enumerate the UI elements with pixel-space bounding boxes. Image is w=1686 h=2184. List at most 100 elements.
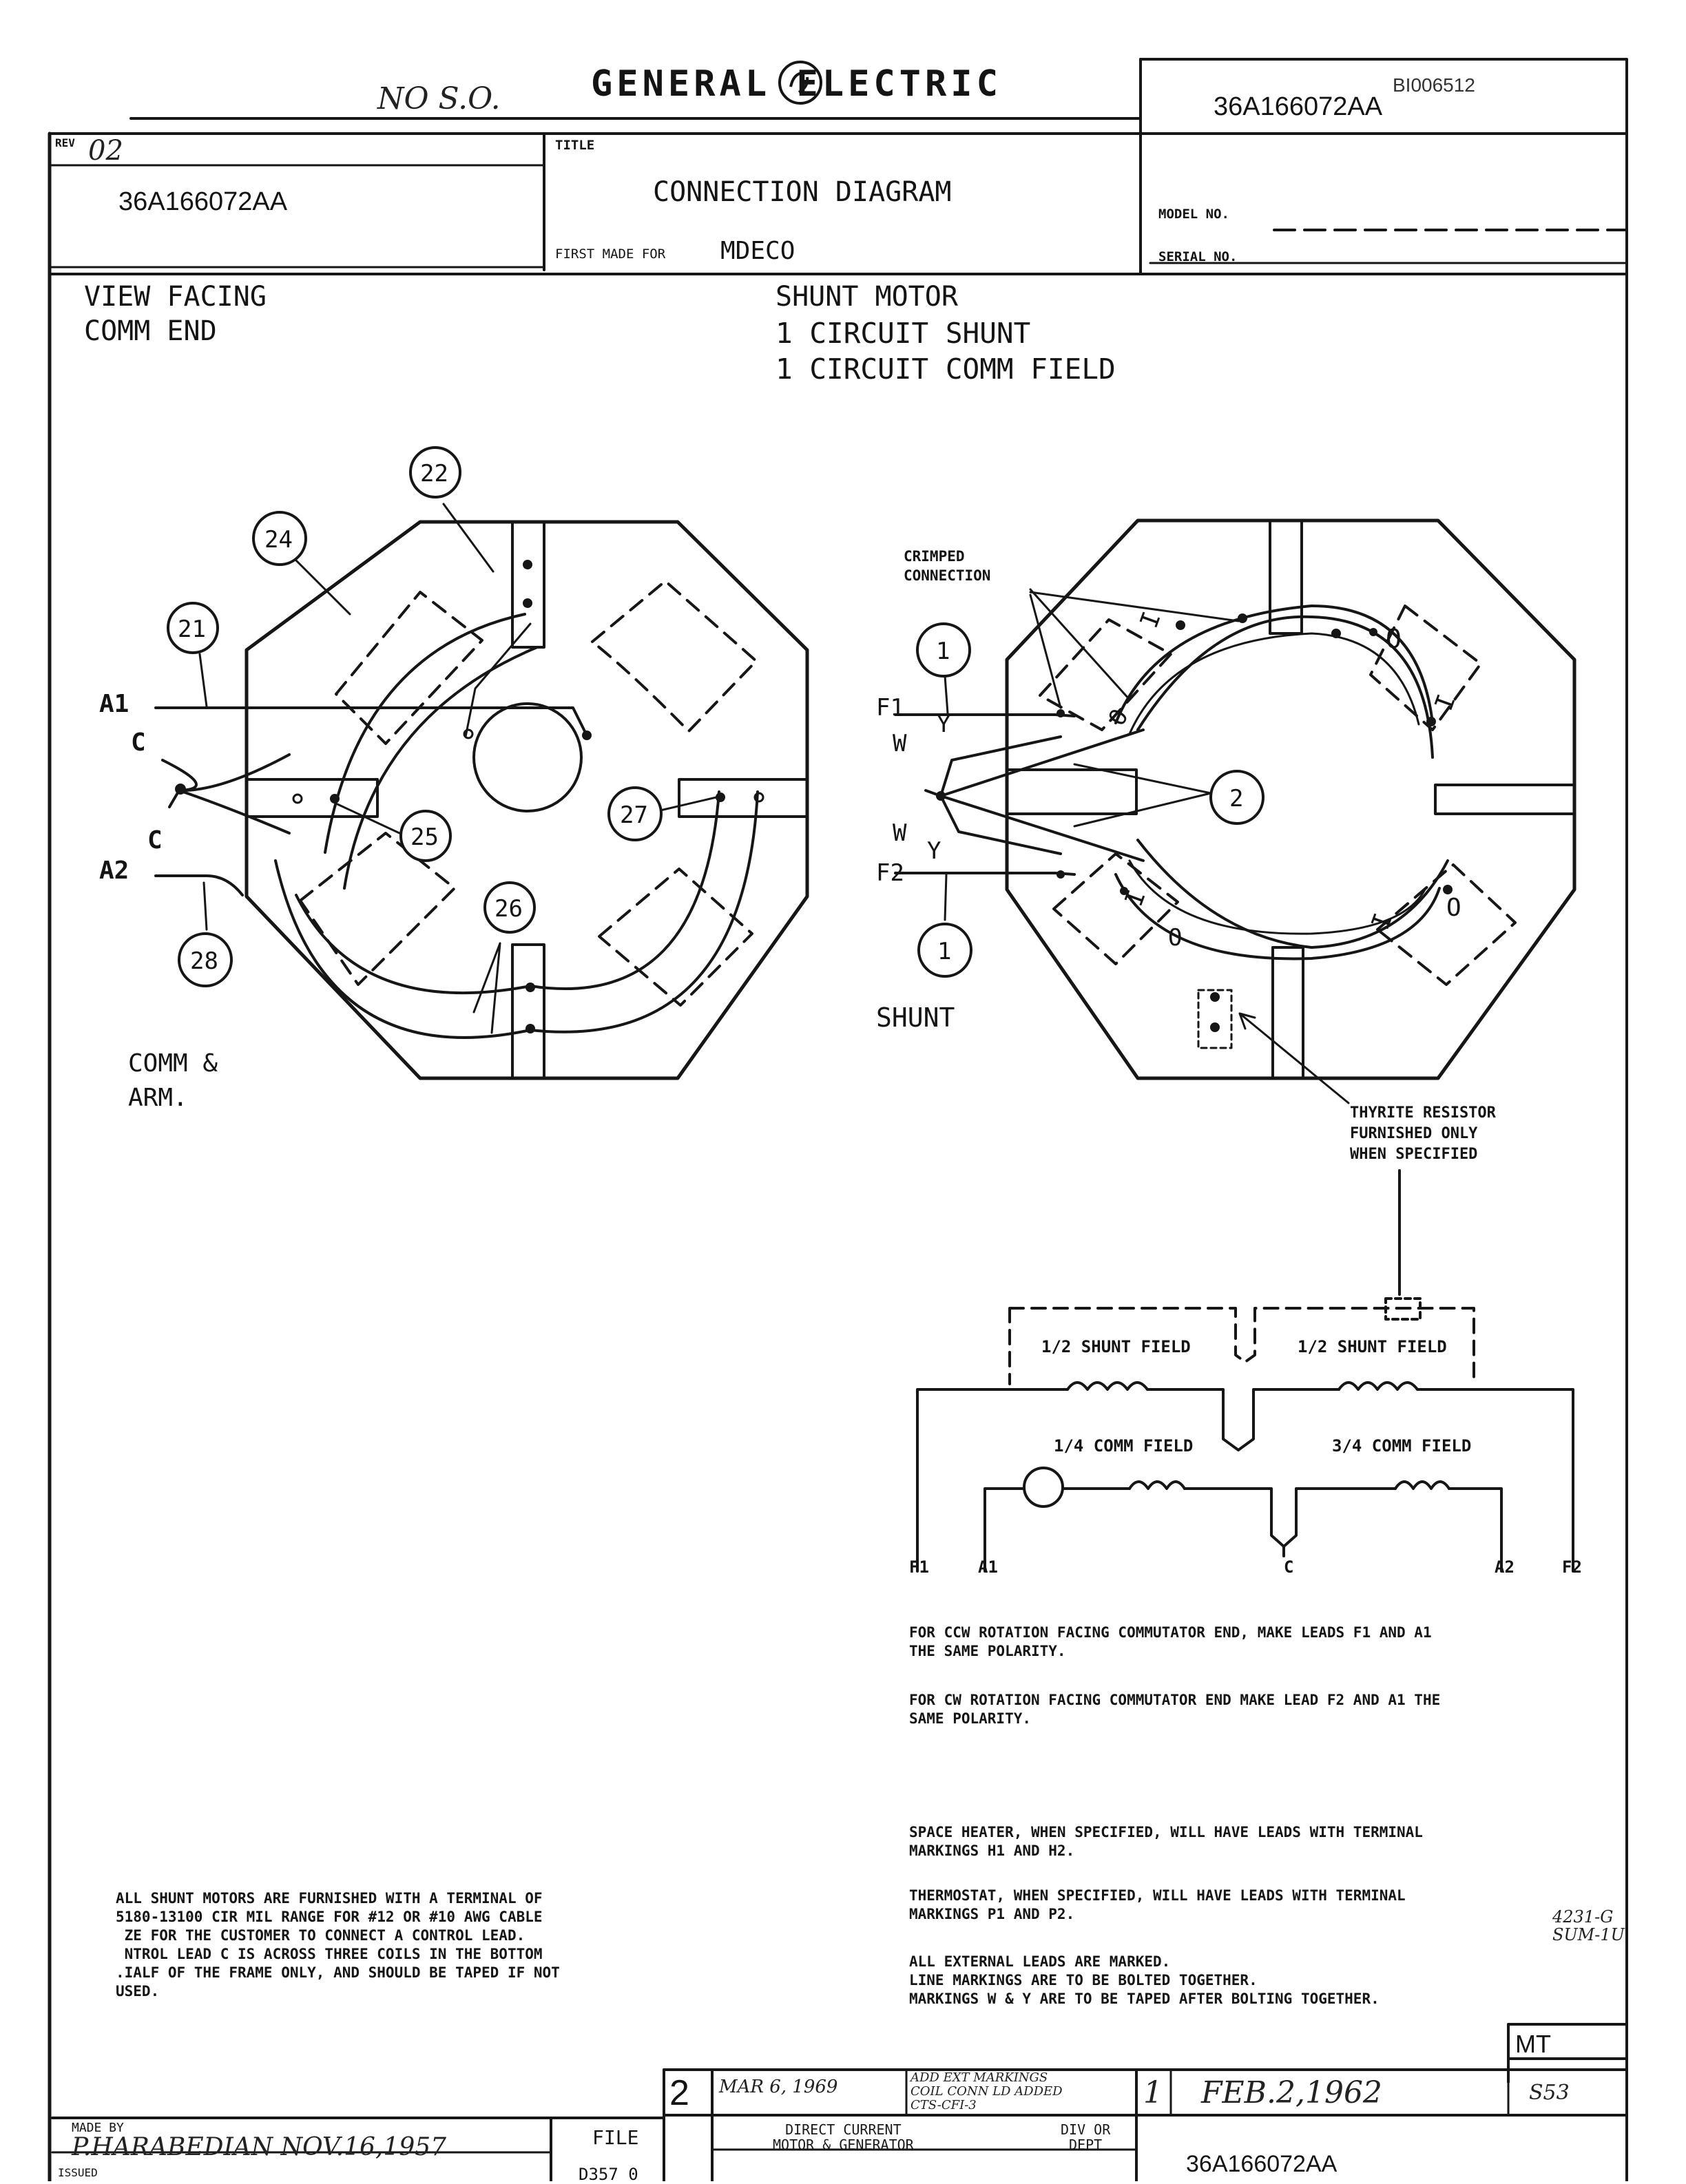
right-caption: SHUNT	[876, 1002, 955, 1033]
right-coil-ul	[1039, 618, 1172, 731]
drawing-number-bottom: 36A166072AA	[1186, 2151, 1338, 2177]
circle-1-top	[916, 622, 971, 678]
right-right-pole	[1434, 784, 1576, 815]
terminal-a1: A1	[978, 1557, 998, 1577]
lead-label-c-top: C	[131, 728, 146, 757]
motor-heading-line1: SHUNT MOTOR	[776, 281, 958, 313]
lead-w-y	[924, 728, 1145, 862]
right-top-pole	[1269, 519, 1303, 635]
first-made-value: MDECO	[720, 237, 795, 265]
left-caption-line1: COMM &	[128, 1049, 218, 1078]
crimp-arrow-1	[1029, 594, 1062, 709]
circle-27	[607, 786, 663, 841]
ge-monogram-icon	[778, 61, 822, 105]
right-shunt-winding-bottom-2	[1128, 859, 1427, 935]
rev-date: MAR 6, 1969	[719, 2077, 838, 2097]
left-top-pole	[511, 521, 545, 649]
div-dept-label: DIV OR DEPT	[1061, 2121, 1111, 2153]
label-28: 28	[190, 947, 218, 975]
lead-label-y-bottom: Y	[927, 837, 941, 865]
left-coil-ll	[299, 832, 456, 986]
right-shunt-winding-top-2	[1128, 632, 1420, 735]
note-shunt-motors: ALL SHUNT MOTORS ARE FURNISHED WITH A TE…	[116, 1890, 560, 1999]
lead-26	[472, 942, 501, 1034]
rev-label: REV	[55, 136, 75, 149]
lead-label-w-bottom: W	[893, 819, 907, 847]
lead-label-f2: F2	[876, 859, 904, 887]
resistor-box	[1384, 1297, 1422, 1321]
first-made-label: FIRST MADE FOR	[555, 246, 666, 262]
right-shunt-winding-bottom	[1114, 873, 1441, 960]
issued-label: ISSUED	[58, 2166, 98, 2179]
title-label: TITLE	[555, 138, 595, 153]
view-heading-line1: VIEW FACING	[84, 281, 267, 313]
left-coil-lr	[598, 868, 753, 1007]
file-label: FILE	[592, 2126, 639, 2149]
left-inner-arc-2	[343, 646, 539, 890]
right-left-pole	[1006, 768, 1138, 815]
right-coil-lr	[1376, 863, 1517, 986]
mt-label: MT	[1515, 2030, 1551, 2058]
left-left-pole	[245, 778, 379, 818]
company-logo-text: GENERAL ELECTRIC	[591, 63, 1002, 105]
lead-1-bottom	[944, 873, 948, 921]
note-cw: FOR CW ROTATION FACING COMMUTATOR END MA…	[909, 1692, 1441, 1727]
circle-25	[399, 810, 452, 862]
left-bottom-pole	[511, 943, 545, 1080]
lead-label-a1: A1	[99, 690, 129, 718]
thyrite-box	[1197, 989, 1233, 1049]
crimp-arrow-3	[1029, 588, 1131, 701]
left-frame-octagon	[244, 520, 809, 1080]
terminal-f2: F2	[1562, 1557, 1582, 1577]
lead-label-w-top: W	[893, 730, 907, 757]
lead-f2	[894, 872, 1076, 876]
lead-28	[202, 881, 208, 931]
drawing-date: FEB.2,1962	[1201, 2075, 1382, 2110]
lead-25	[336, 803, 401, 834]
margin-mark-2: SUM-1U	[1552, 1925, 1625, 1944]
terminal-a2: A2	[1495, 1557, 1515, 1577]
crimp-arrow-2	[1029, 591, 1240, 622]
lead-24	[292, 556, 351, 616]
circle-24	[252, 511, 307, 566]
label-25: 25	[410, 823, 439, 851]
terminal-f1: F1	[909, 1557, 929, 1577]
circle-21	[167, 602, 219, 654]
rev-first: 1	[1143, 2075, 1163, 2110]
left-bore-circle	[472, 702, 583, 812]
label-27: 27	[620, 801, 648, 829]
right-bottom-pole	[1271, 946, 1304, 1080]
armature-line	[984, 1487, 1503, 1573]
lead-21	[198, 653, 208, 708]
rev-description: ADD EXT MARKINGS COIL CONN LD ADDED CTS-…	[910, 2070, 1063, 2112]
lead-2	[1073, 763, 1212, 828]
label-2: 2	[1229, 785, 1244, 812]
margin-mark-1: 4231-G	[1552, 1907, 1614, 1926]
lead-label-y-top: Y	[937, 711, 951, 738]
lead-label-c-bottom: C	[147, 826, 163, 854]
lead-label-f1: F1	[876, 694, 904, 722]
right-coil-ll	[1052, 852, 1179, 965]
so-note: NO S.O.	[377, 81, 501, 116]
left-right-pole	[678, 778, 809, 818]
sub-drawing-number: 36A166072AA	[118, 187, 288, 216]
label-26: 26	[495, 895, 523, 923]
left-coil-ur	[591, 580, 758, 733]
rev-number: 2	[669, 2073, 689, 2113]
left-coil-ul	[335, 591, 483, 745]
crimped-label-line2: CONNECTION	[904, 567, 991, 584]
terminal-c: C	[1284, 1557, 1294, 1577]
label-21: 21	[178, 616, 206, 643]
coil-mark-2: O	[1386, 624, 1402, 654]
stamp-id: BI006512	[1393, 74, 1475, 96]
label-24: 24	[264, 526, 293, 554]
view-heading-line2: COMM END	[84, 315, 217, 347]
motor-heading-line2: 1 CIRCUIT SHUNT	[776, 317, 1031, 350]
note-external-leads: ALL EXTERNAL LEADS ARE MARKED. LINE MARK…	[909, 1953, 1380, 2007]
right-coil-ur	[1369, 605, 1482, 731]
coil-mark-6: O	[1168, 924, 1183, 952]
lead-f1	[894, 713, 1076, 717]
